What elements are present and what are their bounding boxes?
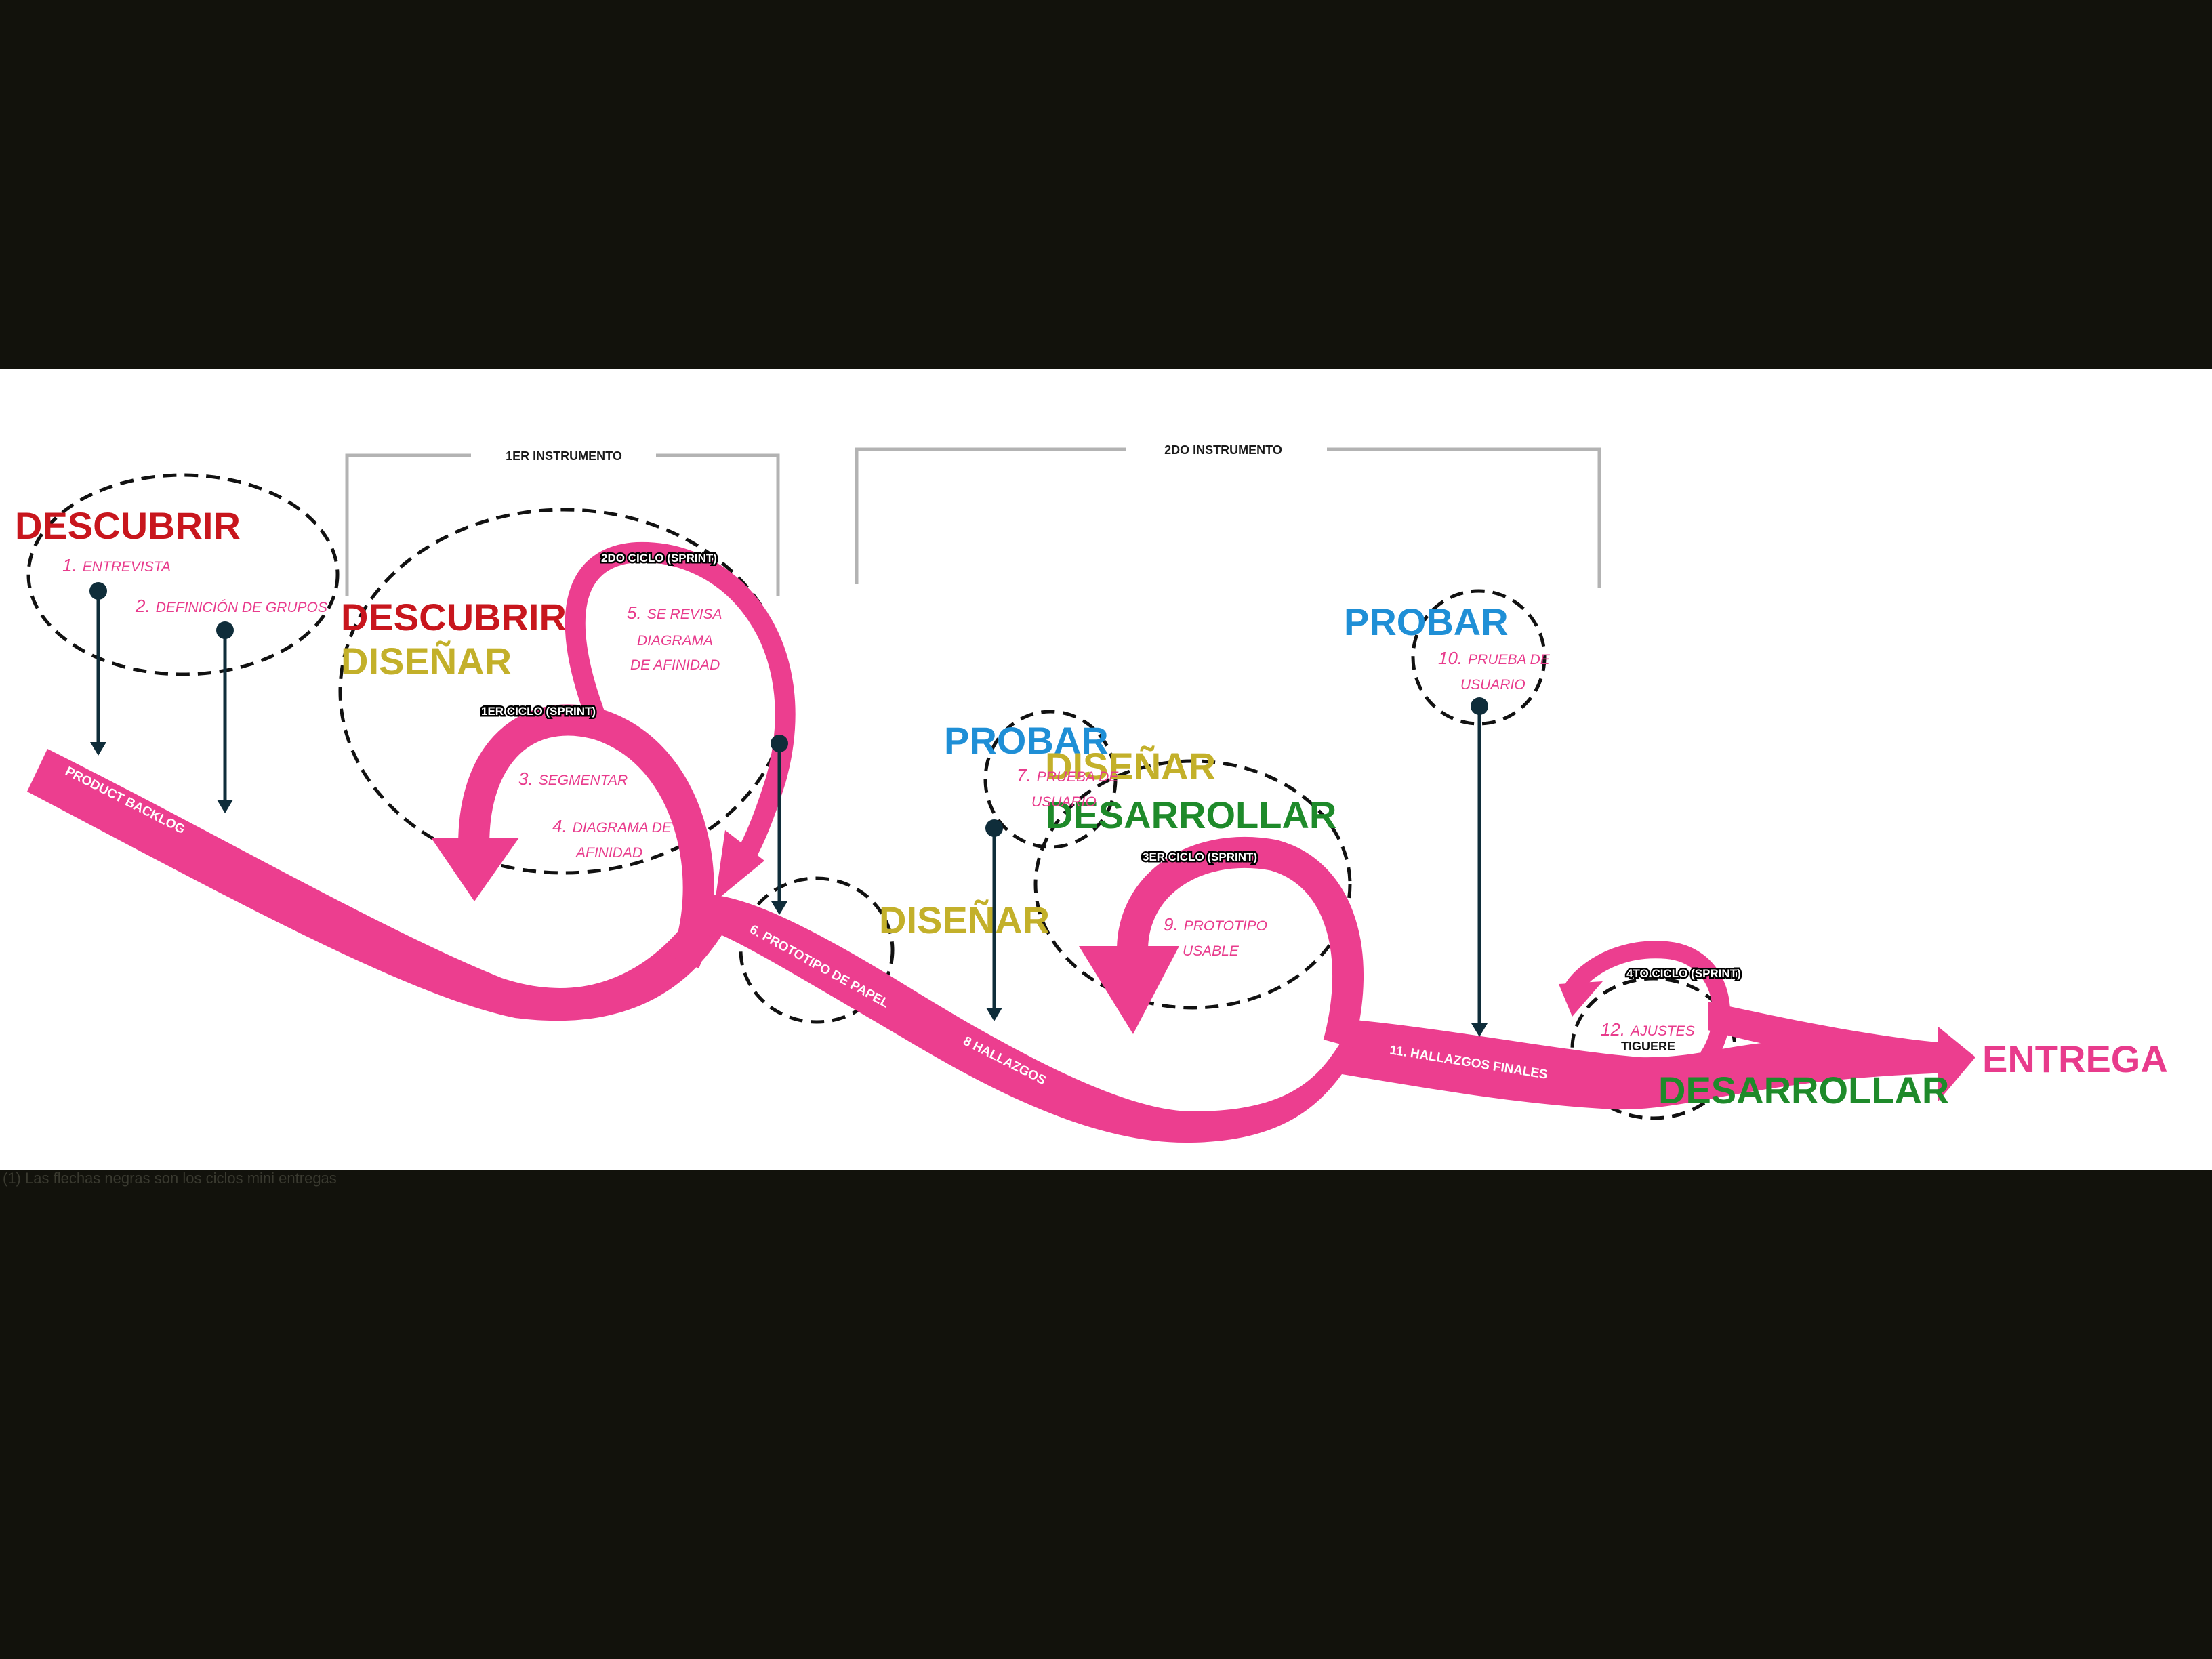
phase-desarrollar-1: DESARROLLAR xyxy=(1046,794,1336,836)
phase-descubrir-1: DESCUBRIR xyxy=(15,504,241,547)
phase-disenar-3: DISEÑAR xyxy=(879,899,1050,941)
step-7-number: 7. xyxy=(1017,765,1031,785)
sprint-label-4: 4TO CICLO (SPRINT) xyxy=(1626,967,1741,980)
step-12-text: AJUSTES xyxy=(1629,1023,1695,1039)
step-12-subtitle: TIGUERE xyxy=(1621,1040,1675,1053)
phase-entrega: ENTREGA xyxy=(1982,1038,2168,1080)
dashed-circle-probar-10 xyxy=(1411,589,1547,726)
step-12-number: 12. xyxy=(1601,1019,1625,1040)
phase-desarrollar-2: DESARROLLAR xyxy=(1658,1069,1949,1111)
step-9-line1: PROTOTIPO xyxy=(1184,918,1267,934)
step-10-line1: PRUEBA DE xyxy=(1468,652,1551,668)
step-1-text: ENTREVISTA xyxy=(83,559,171,575)
step-3-number: 3. xyxy=(518,769,533,789)
step-2-text: DEFINICIÓN DE GRUPOS xyxy=(156,600,327,615)
step-9-line2-text: USABLE xyxy=(1183,943,1240,959)
dashed-circle-descubrir xyxy=(26,473,340,676)
main-flow-band xyxy=(27,749,1959,1143)
step-5-line3-text: DE AFINIDAD xyxy=(630,657,720,673)
loop-fourth-cycle-arrowhead xyxy=(1559,981,1603,1017)
step-4-number: 4. xyxy=(552,816,567,836)
dashed-circle-probar-7 xyxy=(983,710,1118,849)
step-9-number: 9. xyxy=(1164,914,1179,935)
bracket-label-second: 2DO INSTRUMENTO xyxy=(1164,443,1282,457)
sprint-label-2: 2DO CICLO (SPRINT) xyxy=(601,552,717,565)
step-10: 10. PRUEBA DE xyxy=(1438,648,1551,668)
loop-first-cycle-arrowhead xyxy=(431,838,519,901)
step-4-line2-text: AFINIDAD xyxy=(575,845,642,861)
step-7-line1: PRUEBA DE xyxy=(1037,769,1120,785)
step-2: 2. DEFINICIÓN DE GRUPOS xyxy=(135,596,327,616)
phase-probar-1: PROBAR xyxy=(944,719,1109,762)
phase-disenar-2: DISEÑAR xyxy=(1045,745,1216,787)
loop-first-cycle xyxy=(458,704,714,968)
step-5-line1: SE REVISA xyxy=(647,607,722,622)
bracket-second-instrument xyxy=(855,447,1601,588)
bracket-label-first: 1ER INSTRUMENTO xyxy=(506,449,622,463)
loop-second-cycle xyxy=(565,541,796,882)
pin-arrows xyxy=(89,582,1488,1037)
loop-third-cycle-arrowhead xyxy=(1079,946,1179,1034)
step-7: 7. PRUEBA DE xyxy=(1017,765,1119,785)
dashed-circle-third-cycle xyxy=(1033,759,1352,1010)
step-4-line1: DIAGRAMA DE xyxy=(573,820,672,836)
phase-probar-2: PROBAR xyxy=(1344,600,1509,643)
loop-third-cycle xyxy=(1117,837,1364,1048)
step-9: 9. PROTOTIPO xyxy=(1164,914,1267,935)
step-4: 4. DIAGRAMA DE xyxy=(552,816,672,836)
step-1-number: 1. xyxy=(62,555,77,575)
step-10-number: 10. xyxy=(1438,648,1462,668)
caption: (1) Las flechas negras son los ciclos mi… xyxy=(3,1170,337,1187)
phase-descubrir-2: DESCUBRIR xyxy=(341,596,567,638)
step-1: 1. ENTREVISTA xyxy=(62,555,171,575)
sprint-label-1: 1ER CICLO (SPRINT) xyxy=(481,705,596,718)
phase-disenar-1: DISEÑAR xyxy=(341,640,512,682)
sprint-label-3: 3ER CICLO (SPRINT) xyxy=(1143,851,1257,863)
dashed-circle-prototype xyxy=(739,876,895,1024)
step-12: 12.AJUSTES xyxy=(1601,1019,1695,1040)
step-3: 3. SEGMENTAR xyxy=(518,769,628,789)
bracket-first-instrument xyxy=(345,453,780,596)
entrega-arrow xyxy=(1708,1002,1975,1101)
step-7-line2-text: USUARIO xyxy=(1031,794,1097,810)
step-5-number: 5. xyxy=(627,602,642,623)
loop-second-cycle-arrowhead xyxy=(715,830,764,901)
step-3-text: SEGMENTAR xyxy=(539,773,628,788)
step-10-line2-text: USUARIO xyxy=(1460,677,1525,693)
step-5: 5. SE REVISA xyxy=(627,602,722,623)
step-5-line2-text: DIAGRAMA xyxy=(637,633,713,649)
step-2-number: 2. xyxy=(135,596,150,616)
